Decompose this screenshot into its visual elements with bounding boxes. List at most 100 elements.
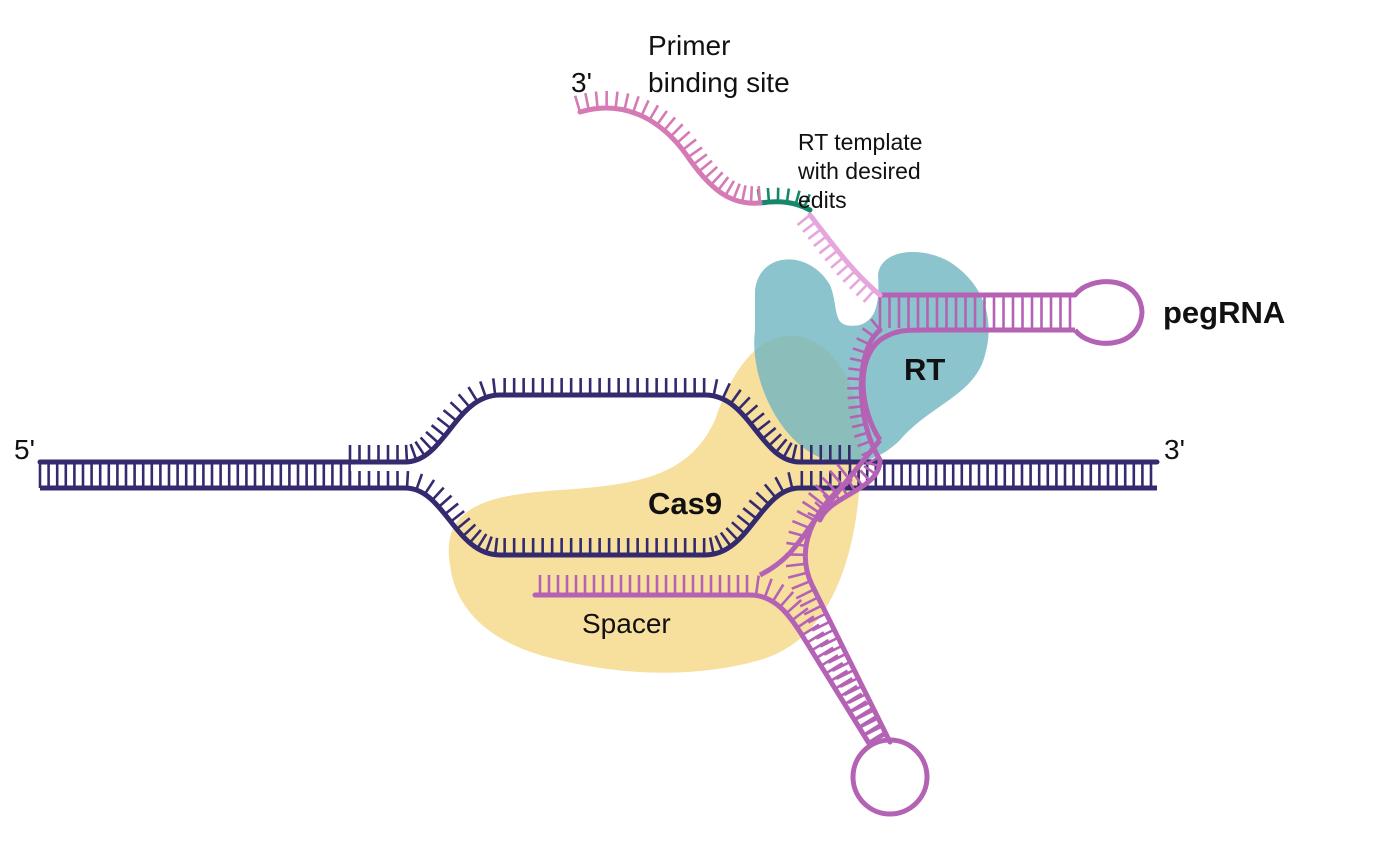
- base-tick: [820, 654, 839, 667]
- pegrna-descending-backbone: [817, 327, 883, 523]
- base-tick: [791, 519, 812, 530]
- base-tick: [848, 276, 863, 290]
- base-tick: [763, 483, 777, 499]
- dna-rloop-bottom: [347, 471, 853, 558]
- base-tick: [794, 190, 801, 205]
- base-tick: [861, 327, 875, 338]
- base-tick: [788, 530, 809, 539]
- base-tick: [442, 409, 458, 422]
- base-tick: [851, 422, 866, 429]
- base-tick: [478, 380, 488, 398]
- base-tick: [681, 138, 697, 151]
- base-tick: [846, 478, 857, 492]
- base-tick: [830, 256, 845, 269]
- base-tick: [721, 382, 731, 400]
- cas9-label: Cas9: [648, 486, 722, 521]
- base-tick: [818, 242, 833, 255]
- base-tick: [584, 92, 591, 111]
- rt-template-label: RT template: [798, 129, 922, 155]
- base-tick: [801, 623, 820, 637]
- base-tick: [457, 393, 471, 409]
- base-tick: [855, 709, 875, 721]
- base-tick: [853, 474, 864, 488]
- base-tick: [614, 91, 619, 109]
- base-tick: [810, 638, 830, 652]
- primer-3prime-label: 3': [571, 67, 592, 98]
- base-tick: [861, 448, 875, 457]
- base-tick: [819, 636, 839, 648]
- rt-template-label-line2: with desired: [797, 158, 921, 184]
- base-tick: [594, 91, 599, 109]
- base-tick: [813, 235, 828, 248]
- base-tick: [404, 444, 409, 463]
- base-tick: [785, 188, 791, 203]
- base-tick: [493, 537, 499, 555]
- base-tick: [849, 357, 865, 363]
- base-tick: [774, 438, 788, 454]
- base-tick: [749, 186, 754, 204]
- base-tick: [782, 442, 793, 459]
- base-tick: [802, 221, 817, 233]
- base-tick: [755, 491, 770, 506]
- base-tick: [814, 484, 832, 500]
- base-tick: [737, 396, 751, 411]
- base-tick: [425, 430, 440, 445]
- base-tick: [801, 500, 821, 514]
- base-tick: [431, 486, 445, 501]
- base-tick: [623, 93, 630, 111]
- base-tick: [811, 620, 831, 632]
- pegrna-strand: [532, 91, 1145, 817]
- base-tick: [743, 404, 759, 418]
- pegrna-label: pegRNA: [1163, 295, 1285, 330]
- base-tick: [648, 104, 660, 121]
- base-tick: [836, 463, 852, 481]
- base-tick: [848, 367, 863, 372]
- base-tick: [865, 461, 880, 468]
- base-tick: [467, 386, 479, 403]
- base-tick: [824, 249, 839, 262]
- base-tick: [692, 153, 708, 166]
- base-tick: [829, 669, 849, 683]
- base-tick: [843, 692, 863, 706]
- base-tick: [710, 171, 724, 186]
- base-tick: [468, 529, 482, 544]
- rt-template-backbone: [807, 212, 883, 298]
- base-tick: [409, 443, 418, 461]
- base-tick: [631, 95, 640, 113]
- base-tick: [863, 465, 877, 476]
- primer-binding-site-label: Primer: [648, 30, 730, 61]
- base-tick: [663, 116, 677, 132]
- base-tick: [774, 476, 785, 493]
- base-tick: [854, 431, 869, 438]
- primer-binding-site-backbone: [577, 105, 763, 206]
- base-tick: [830, 487, 841, 501]
- base-tick: [791, 444, 798, 462]
- spacer-label: Spacer: [582, 608, 671, 639]
- base-tick: [766, 187, 771, 203]
- dna-right-top: [847, 459, 1160, 488]
- base-tick: [855, 283, 869, 297]
- base-tick: [742, 507, 758, 520]
- base-tick: [852, 347, 867, 354]
- base-tick: [740, 185, 747, 203]
- base-tick: [455, 517, 471, 531]
- base-tick: [491, 378, 497, 396]
- base-tick: [843, 684, 863, 697]
- base-tick: [807, 612, 827, 624]
- base-tick: [761, 426, 777, 440]
- base-tick: [814, 501, 827, 513]
- base-tick: [795, 588, 815, 600]
- pegrna-upper-backbone: [860, 327, 1075, 442]
- dna-3prime-label: 3': [1164, 434, 1185, 465]
- base-tick: [725, 527, 740, 542]
- base-tick: [444, 502, 459, 516]
- base-tick: [807, 228, 822, 240]
- rt-protein: [754, 252, 989, 464]
- base-tick: [834, 677, 853, 690]
- base-tick: [847, 377, 862, 381]
- base-tick: [827, 652, 847, 664]
- base-tick: [778, 591, 795, 608]
- dna-rloop-top: [347, 378, 853, 465]
- base-tick: [462, 523, 477, 538]
- base-tick: [449, 401, 464, 415]
